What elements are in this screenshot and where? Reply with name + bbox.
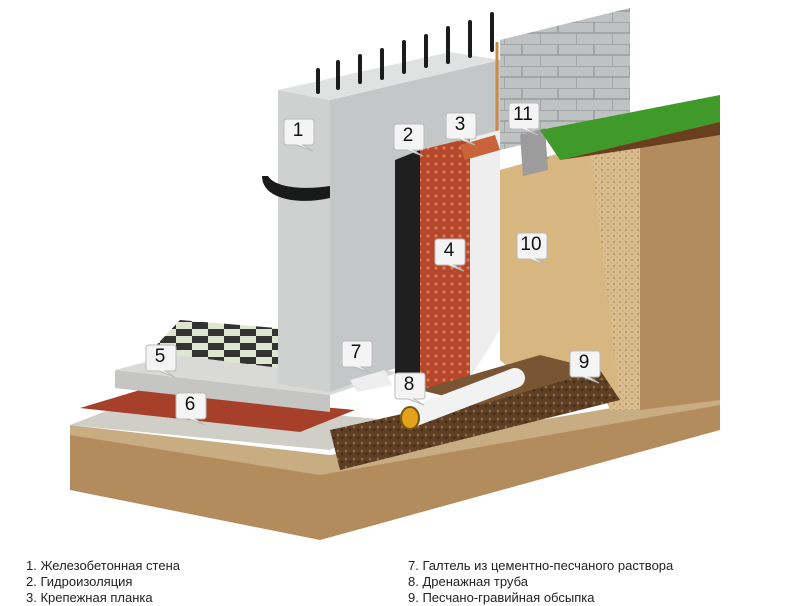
callout-bubble-icon [569,350,601,384]
callout-1: 1 [283,118,317,152]
legend-item: 3. Крепежная планка [26,590,153,605]
wall-front [278,90,330,392]
red-layer [80,390,355,432]
callout-bubble-icon [508,102,540,136]
cement-fillet [350,370,392,392]
callout-bubble-icon [283,118,315,152]
sand-backfill-front [500,150,620,410]
soil-base-top [70,390,720,475]
callout-bubble-icon [445,112,477,146]
curb [520,128,548,176]
rebar [316,12,494,94]
callout-bubble-icon [434,238,466,272]
callout-6-label: 6 [184,394,196,415]
callout-10: 10 [516,232,550,266]
soil-base [70,400,720,540]
callout-9: 9 [569,350,603,384]
legend-left: 1. Железобетонная стена 2. Гидроизоляция… [26,558,180,606]
callout-bubble-icon [516,232,548,266]
callout-bubble-icon [145,344,177,378]
callout-10-label: 10 [520,234,542,255]
gravel-bed [330,370,620,470]
legend-item: 9. Песчано-гравийная обсыпка [408,590,595,605]
callout-bubble-icon [341,340,373,374]
legend-item: 1. Железобетонная стена [26,558,180,573]
grass-soil [560,122,720,160]
callout-2-label: 2 [402,125,414,146]
callout-9-label: 9 [578,352,590,373]
gutter [262,176,330,201]
wall-top [278,52,500,100]
callout-3-label: 3 [454,114,466,135]
legend-item: 2. Гидроизоляция [26,574,133,589]
callout-8: 8 [394,372,428,406]
callout-bubble-icon [393,123,425,157]
legend-item: 8. Дренажная труба [408,574,528,589]
callout-5: 5 [145,344,179,378]
grass [540,95,720,160]
legend-item: 7. Галтель из цементно-песчаного раствор… [408,558,674,573]
callout-6: 6 [175,392,209,426]
fixing-strip [460,135,500,160]
bitumen-layer [395,150,420,390]
soil-column [640,115,720,410]
callout-7-label: 7 [350,342,362,363]
callout-4-label: 4 [443,240,455,261]
callout-5-label: 5 [154,346,166,367]
callout-4: 4 [434,238,468,272]
callout-bubble-icon [175,392,207,426]
callout-1-label: 1 [292,120,304,141]
floor-tiles [150,320,300,368]
callout-8-label: 8 [403,374,415,395]
legend-right: 7. Галтель из цементно-песчаного раствор… [408,558,673,606]
slab-front [115,370,330,412]
drain-pipe [400,368,525,430]
callout-2: 2 [393,123,427,157]
white-layer [470,130,500,378]
callout-11-label: 11 [513,104,533,125]
foundation-diagram [70,8,720,540]
callout-3: 3 [445,112,479,146]
callout-11: 11 [508,102,542,136]
callout-bubble-icon [394,372,426,406]
callout-7: 7 [341,340,375,374]
